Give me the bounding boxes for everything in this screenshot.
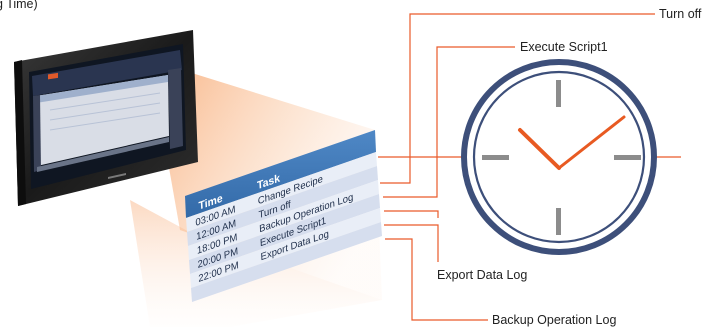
clock-tick-3	[614, 155, 641, 160]
table-row	[191, 222, 382, 302]
backup-operation-log-label: Backup Operation Log	[492, 313, 617, 327]
turn-off-label: Turn off	[659, 7, 702, 21]
table-row	[188, 180, 379, 260]
table-row	[189, 194, 380, 274]
clock-tick-9	[482, 155, 509, 160]
hmi-touch-panel-icon	[14, 30, 198, 206]
table-row	[187, 166, 378, 246]
table-row	[190, 208, 381, 288]
clock-hour-hand	[518, 128, 561, 170]
export-data-log-connector	[384, 224, 439, 262]
heading-fragment: g Time)	[0, 0, 38, 11]
schedule-table: Time Task 03:00 AM Change Recipe 12:00 A…	[185, 130, 382, 302]
backup-operation-log-connector	[385, 238, 488, 321]
callout-connectors	[378, 13, 681, 321]
wall-clock-icon	[461, 59, 657, 255]
table-row	[186, 152, 377, 232]
execute-script-connector	[383, 46, 515, 198]
turn-off-connector	[380, 13, 655, 184]
schedule-table-header	[185, 130, 376, 218]
export-data-log-label: Export Data Log	[437, 268, 528, 282]
execute-script-label: Execute Script1	[520, 40, 608, 54]
clock-tick-12	[556, 80, 561, 107]
clock-minute-hand	[557, 115, 626, 170]
export-connector-stub	[384, 210, 439, 218]
clock-tick-6	[556, 208, 561, 235]
